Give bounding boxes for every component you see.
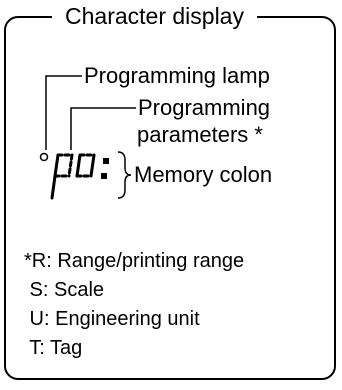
programming-parameters-leader (70, 107, 136, 150)
programming-parameters-label-line1: Programming (138, 95, 271, 120)
memory-colon-brace (117, 151, 132, 199)
segment-digit-1 (50, 153, 74, 200)
seven-segment-digits (50, 153, 96, 200)
note-range: *R: Range/printing range (24, 250, 245, 272)
frame-title: Character display (52, 1, 257, 31)
note-scale: S: Scale (24, 279, 105, 301)
programming-lamp-leader (45, 75, 82, 150)
note-engineering-unit: U: Engineering unit (24, 308, 200, 330)
note-tag: T: Tag (24, 337, 83, 359)
programming-lamp-indicator (39, 152, 49, 162)
segment-digit-2 (75, 153, 96, 178)
programming-parameters-label-line2: parameters * (137, 122, 263, 147)
memory-colon-label: Memory colon (134, 162, 273, 187)
memory-colon-dots (101, 158, 109, 179)
programming-lamp-label: Programming lamp (84, 63, 270, 88)
